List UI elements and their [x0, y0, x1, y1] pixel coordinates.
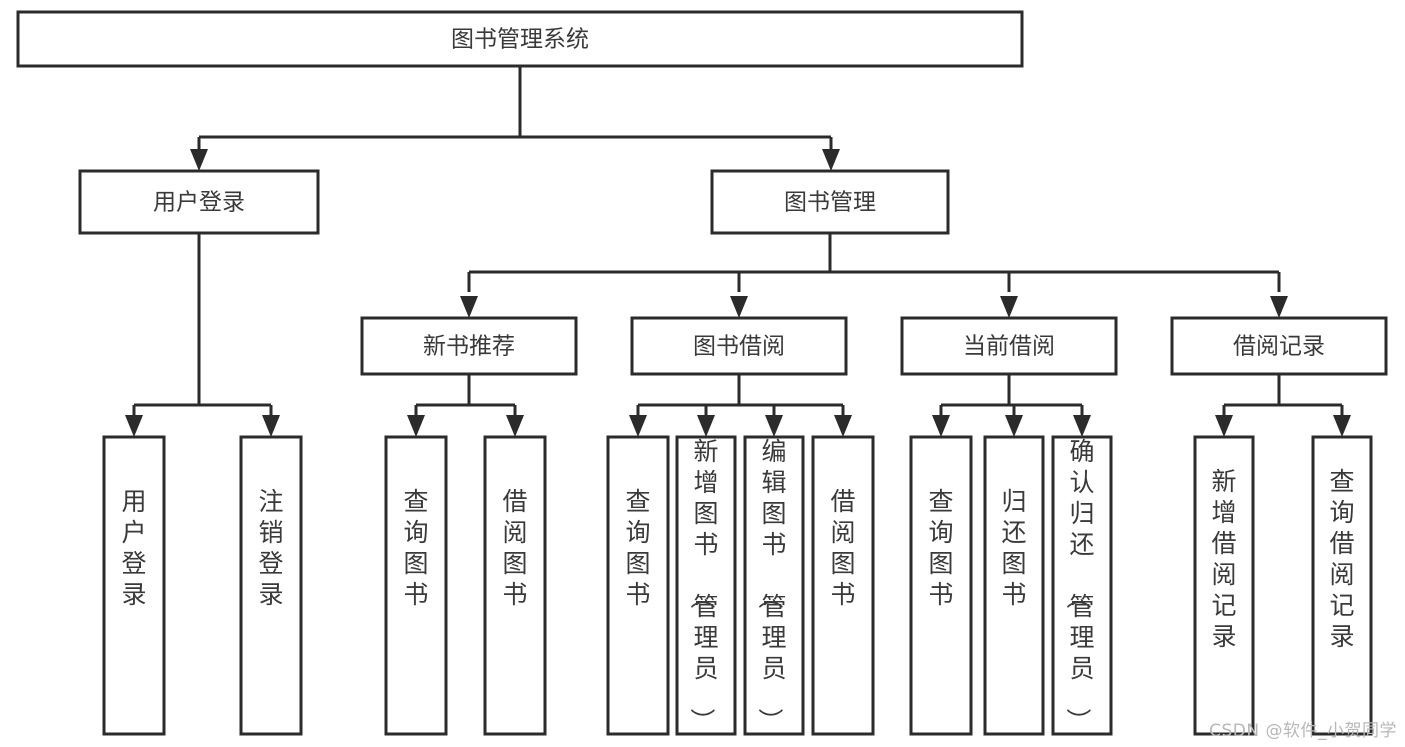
node-root-label: 图书管理系统 — [451, 27, 589, 53]
leaf-query-borrow-record[interactable]: 查询借阅记录 — [1311, 435, 1373, 736]
leaf-query-book-2[interactable]: 查询图书 — [606, 435, 670, 736]
edge-root-trunk — [197, 66, 833, 158]
node-borrow-record-label: 借阅记录 — [1233, 334, 1325, 360]
leaf-user-login-box[interactable] — [102, 435, 166, 736]
node-borrow-record-box[interactable] — [1170, 316, 1388, 376]
arrow-to-leaf-add-book — [697, 415, 715, 437]
leaf-add-borrow-record[interactable]: 新增借阅记录 — [1193, 435, 1255, 736]
leaf-add-book-admin-label: 新增图书（管理员） — [687, 437, 718, 733]
arrow-root-to-book-manage — [822, 149, 840, 171]
node-user-login-box[interactable] — [78, 169, 320, 235]
leaf-query-book-1[interactable]: 查询图书 — [384, 435, 448, 736]
arrow-to-current-borrow — [1000, 296, 1018, 318]
leaf-logout-label: 注销登录 — [258, 487, 283, 609]
node-new-book-recommend-label: 新书推荐 — [423, 334, 515, 360]
leaf-query-borrow-record-label: 查询借阅记录 — [1329, 467, 1354, 651]
leaf-query-book-3-box[interactable] — [909, 435, 973, 736]
connector-layer — [125, 66, 1351, 437]
node-book-management[interactable]: 图书管理 — [710, 169, 950, 235]
leaf-add-book-admin[interactable]: 新增图书（管理员） — [675, 435, 737, 736]
leaf-confirm-return-admin[interactable]: 确认归还（管理员） — [1051, 435, 1113, 736]
leaf-query-borrow-record-box[interactable] — [1311, 435, 1373, 736]
leaf-borrow-book-1[interactable]: 借阅图书 — [483, 435, 547, 736]
leaf-edit-book-admin[interactable]: 编辑图书（管理员） — [743, 435, 805, 736]
node-book-management-label: 图书管理 — [784, 190, 876, 216]
leaf-borrow-book-2[interactable]: 借阅图书 — [811, 435, 875, 736]
arrow-to-leaf-return-book — [1005, 415, 1023, 437]
arrow-to-leaf-query-book-2 — [629, 415, 647, 437]
leaf-confirm-return-admin-box[interactable] — [1051, 435, 1113, 736]
leaf-logout-box[interactable] — [239, 435, 303, 736]
leaf-return-book-box[interactable] — [983, 435, 1045, 736]
leaf-borrow-book-2-box[interactable] — [811, 435, 875, 736]
leaf-query-book-2-box[interactable] — [606, 435, 670, 736]
node-borrow-record[interactable]: 借阅记录 — [1170, 316, 1388, 376]
arrow-root-to-user-login — [190, 149, 208, 171]
arrow-to-leaf-query-record — [1333, 415, 1351, 437]
arrow-to-leaf-edit-book — [765, 415, 783, 437]
edge-user-login-trunk — [132, 233, 273, 424]
arrow-to-leaf-user-login — [125, 415, 143, 437]
node-user-login[interactable]: 用户登录 — [78, 169, 320, 235]
leaf-user-login[interactable]: 用户登录 — [102, 435, 166, 736]
arrow-to-leaf-add-record — [1215, 415, 1233, 437]
leaf-edit-book-admin-label: 编辑图书（管理员） — [755, 437, 786, 733]
leaf-query-book-2-label: 查询图书 — [625, 487, 650, 609]
edge-book-manage-trunk — [467, 233, 1281, 292]
arrow-to-borrow-record — [1270, 296, 1288, 318]
node-new-book-recommend[interactable]: 新书推荐 — [360, 316, 578, 376]
edge-current-borrow-trunk — [939, 374, 1084, 424]
node-book-borrow[interactable]: 图书借阅 — [630, 316, 848, 376]
node-book-borrow-label: 图书借阅 — [693, 334, 785, 360]
leaf-user-login-label: 用户登录 — [121, 487, 146, 609]
node-book-borrow-box[interactable] — [630, 316, 848, 376]
arrow-to-leaf-borrow-book-1 — [506, 415, 524, 437]
node-root-box[interactable] — [16, 10, 1024, 68]
leaf-borrow-book-1-label: 借阅图书 — [502, 487, 527, 609]
node-root[interactable]: 图书管理系统 — [16, 10, 1024, 68]
node-book-management-box[interactable] — [710, 169, 950, 235]
leaf-query-book-1-label: 查询图书 — [403, 487, 428, 609]
node-current-borrow-label: 当前借阅 — [963, 334, 1055, 360]
edge-borrow-record-trunk — [1222, 374, 1344, 424]
leaf-return-book[interactable]: 归还图书 — [983, 435, 1045, 736]
leaf-query-book-3-label: 查询图书 — [928, 487, 953, 609]
edge-new-book-rec-trunk — [414, 374, 517, 424]
leaf-edit-book-admin-box[interactable] — [743, 435, 805, 736]
arrow-to-leaf-query-book-3 — [932, 415, 950, 437]
leaf-borrow-book-1-box[interactable] — [483, 435, 547, 736]
node-new-book-recommend-box[interactable] — [360, 316, 578, 376]
node-current-borrow-box[interactable] — [900, 316, 1118, 376]
leaf-return-book-label: 归还图书 — [1001, 487, 1026, 609]
node-current-borrow[interactable]: 当前借阅 — [900, 316, 1118, 376]
arrow-to-leaf-logout — [262, 415, 280, 437]
leaf-logout[interactable]: 注销登录 — [239, 435, 303, 736]
leaf-borrow-book-2-label: 借阅图书 — [830, 487, 855, 609]
edge-book-borrow-trunk — [636, 374, 845, 424]
leaf-query-book-3[interactable]: 查询图书 — [909, 435, 973, 736]
arrow-to-leaf-borrow-book-2 — [834, 415, 852, 437]
arrow-to-leaf-query-book-1 — [407, 415, 425, 437]
leaf-add-borrow-record-label: 新增借阅记录 — [1211, 467, 1236, 651]
leaf-query-book-1-box[interactable] — [384, 435, 448, 736]
leaf-confirm-return-admin-label: 确认归还（管理员） — [1063, 437, 1094, 733]
leaf-add-book-admin-box[interactable] — [675, 435, 737, 736]
arrow-to-book-borrow — [730, 296, 748, 318]
arrow-to-leaf-confirm-return — [1073, 415, 1091, 437]
leaf-add-borrow-record-box[interactable] — [1193, 435, 1255, 736]
arrow-to-new-book-rec — [460, 296, 478, 318]
node-user-login-label: 用户登录 — [153, 190, 245, 216]
